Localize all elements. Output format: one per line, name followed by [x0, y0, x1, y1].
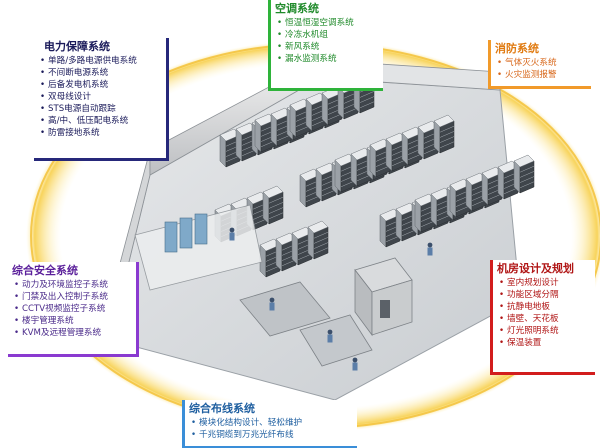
- server-rack: [513, 154, 535, 194]
- person-head: [352, 357, 358, 363]
- list-item: •功能区域分隔: [499, 290, 559, 300]
- room-design-title: 机房设计及规划: [497, 262, 574, 275]
- list-item: •新风系统: [277, 42, 320, 52]
- cabling-system-box: 综合布线系统 •模块化结构设计、轻松维护 •千兆铜缆到万兆光纤布线: [182, 400, 357, 448]
- fire-system-box: 消防系统 •气体灭火系统 •火灾监测报警: [488, 40, 591, 89]
- list-item: •后备发电机系统: [40, 80, 109, 90]
- hvac-system-title: 空调系统: [275, 2, 319, 15]
- fire-system-title: 消防系统: [495, 42, 539, 55]
- list-item: •单路/多路电源供电系统: [40, 56, 137, 66]
- security-system-box: 综合安全系统 •动力及环境监控子系统 •门禁及出入控制子系统 •CCTV视频监控…: [8, 262, 139, 357]
- list-item: •楼宇管理系统: [14, 316, 74, 326]
- room-design-box: 机房设计及规划 •室内规划设计 •功能区域分隔 •抗静电地板 •墙壁、天花板 •…: [490, 260, 595, 375]
- hvac-system-box: 空调系统 •恒温恒湿空调系统 •冷冻水机组 •新风系统 •漏水监测系统: [268, 0, 383, 91]
- list-item: •冷冻水机组: [277, 30, 328, 40]
- list-item: •防雷接地系统: [40, 128, 100, 138]
- person-body: [269, 302, 275, 311]
- server-racks: [214, 74, 535, 278]
- power-system-title: 电力保障系统: [44, 40, 110, 53]
- list-item: •抗静电地板: [499, 302, 550, 312]
- person-head: [427, 242, 433, 248]
- cabling-system-title: 综合布线系统: [189, 402, 255, 415]
- power-system-list: •单路/多路电源供电系统 •不间断电源系统 •后备发电机系统 •双母线设计 •S…: [34, 55, 166, 139]
- list-item: •高/中、低压配电系统: [40, 116, 129, 126]
- server-rack: [481, 166, 503, 206]
- list-item: •模块化结构设计、轻松维护: [191, 418, 303, 428]
- list-item: •灯光照明系统: [499, 326, 559, 336]
- list-item: •火灾监测报警: [497, 70, 557, 80]
- list-item: •气体灭火系统: [497, 58, 557, 68]
- server-rack: [433, 114, 455, 154]
- list-item: •保温装置: [499, 338, 542, 348]
- inner-partition: [134, 204, 263, 291]
- server-rack: [307, 220, 329, 260]
- server-rack: [305, 92, 327, 132]
- hvac-system-list: •恒温恒湿空调系统 •冷冻水机组 •新风系统 •漏水监测系统: [271, 17, 383, 65]
- person-head: [229, 227, 235, 233]
- person-head: [327, 329, 333, 335]
- people: [229, 227, 433, 371]
- person-head: [269, 297, 275, 303]
- list-item: •千兆铜缆到万兆光纤布线: [191, 430, 294, 440]
- list-item: •双母线设计: [40, 92, 91, 102]
- list-item: •动力及环境监控子系统: [14, 280, 108, 290]
- list-item: •室内规划设计: [499, 278, 559, 288]
- list-item: •STS电源自动跟踪: [40, 104, 116, 114]
- security-system-title: 综合安全系统: [12, 264, 78, 277]
- person-body: [427, 247, 433, 256]
- control-room: [239, 257, 413, 367]
- power-system-box: 电力保障系统 •单路/多路电源供电系统 •不间断电源系统 •后备发电机系统 •双…: [34, 38, 169, 161]
- list-item: •门禁及出入控制子系统: [14, 292, 108, 302]
- list-item: •漏水监测系统: [277, 54, 337, 64]
- room-design-list: •室内规划设计 •功能区域分隔 •抗静电地板 •墙壁、天花板 •灯光照明系统 •…: [493, 277, 595, 349]
- server-rack: [275, 232, 297, 272]
- fire-system-list: •气体灭火系统 •火灾监测报警: [491, 57, 591, 81]
- list-item: •墙壁、天花板: [499, 314, 559, 324]
- list-item: •不间断电源系统: [40, 68, 109, 78]
- person-body: [229, 232, 235, 241]
- person-body: [352, 362, 358, 371]
- list-item: •KVM及远程管理系统: [14, 328, 102, 338]
- person-body: [327, 334, 333, 343]
- server-rack: [414, 193, 436, 233]
- security-system-list: •动力及环境监控子系统 •门禁及出入控制子系统 •CCTV视频监控子系统 •楼宇…: [8, 279, 136, 339]
- list-item: •恒温恒湿空调系统: [277, 18, 354, 28]
- server-rack: [262, 185, 284, 225]
- cabling-system-list: •模块化结构设计、轻松维护 •千兆铜缆到万兆光纤布线: [185, 417, 357, 441]
- list-item: •CCTV视频监控子系统: [14, 304, 106, 314]
